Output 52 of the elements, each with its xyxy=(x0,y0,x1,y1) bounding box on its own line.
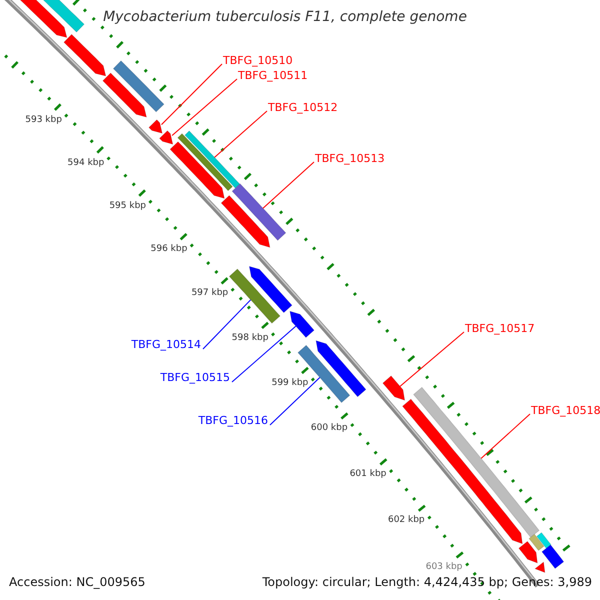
scale-label: 593 kbp xyxy=(24,116,63,126)
gene-block xyxy=(148,119,163,134)
scale-label: 599 kbp xyxy=(270,378,310,388)
gene-bar xyxy=(536,532,552,549)
leader-line xyxy=(270,377,320,426)
gene-bar xyxy=(184,130,240,189)
scale-label: 597 kbp xyxy=(190,289,230,298)
gene-bar xyxy=(177,133,233,192)
gene-label: TBFG_10512 xyxy=(268,102,338,113)
leader-line xyxy=(262,162,314,209)
scale-label: 596 kbp xyxy=(150,245,188,254)
gene-label: TBFG_10518 xyxy=(531,405,600,416)
scale-label: 603 kbp xyxy=(424,562,464,572)
gene-block xyxy=(102,72,147,118)
leader-line xyxy=(480,414,530,459)
gene-block xyxy=(63,34,106,76)
gene-bar xyxy=(232,183,286,241)
gene-label: TBFG_10510 xyxy=(223,55,293,66)
gene-bar xyxy=(541,544,564,569)
genome-stats-text: Topology: circular; Length: 4,424,435 bp; Genes: 3,989 xyxy=(262,576,592,588)
gene-block xyxy=(220,195,270,248)
gene-bar xyxy=(528,534,544,551)
gene-label: TBFG_10516 xyxy=(198,415,268,426)
gene-bar xyxy=(228,268,281,324)
scale-label: 598 kbp xyxy=(230,334,270,343)
gene-label: TBFG_10513 xyxy=(315,153,385,164)
leader-line xyxy=(161,64,222,126)
leader-line xyxy=(400,332,464,387)
scale-label: 600 kbp xyxy=(310,424,349,433)
gene-label: TBFG_10517 xyxy=(465,323,535,334)
scale-label: 594 kbp xyxy=(66,158,106,168)
scale-label: 601 kbp xyxy=(348,470,388,479)
gene-block xyxy=(159,130,174,145)
leader-line xyxy=(172,78,238,136)
gene-block xyxy=(290,310,315,338)
gene-label: TBFG_10511 xyxy=(238,70,308,81)
gene-block xyxy=(170,141,225,199)
gene-label: TBFG_10514 xyxy=(131,339,201,350)
title: Mycobacterium tuberculosis F11, complete genome xyxy=(102,10,468,24)
gene-label: TBFG_10515 xyxy=(160,372,230,383)
gene-block xyxy=(534,562,546,573)
gene-block xyxy=(316,340,366,398)
scale-label: 602 kbp xyxy=(386,516,426,525)
scale-label: 595 kbp xyxy=(108,202,148,211)
leader-line xyxy=(232,326,296,382)
gene-block xyxy=(248,266,292,314)
leader-line xyxy=(214,110,268,158)
gene-block xyxy=(382,375,406,401)
gene-bar xyxy=(112,60,164,112)
gene-block xyxy=(518,540,538,564)
leader-line xyxy=(202,299,252,350)
accession-text: Accession: NC_009565 xyxy=(9,576,146,588)
